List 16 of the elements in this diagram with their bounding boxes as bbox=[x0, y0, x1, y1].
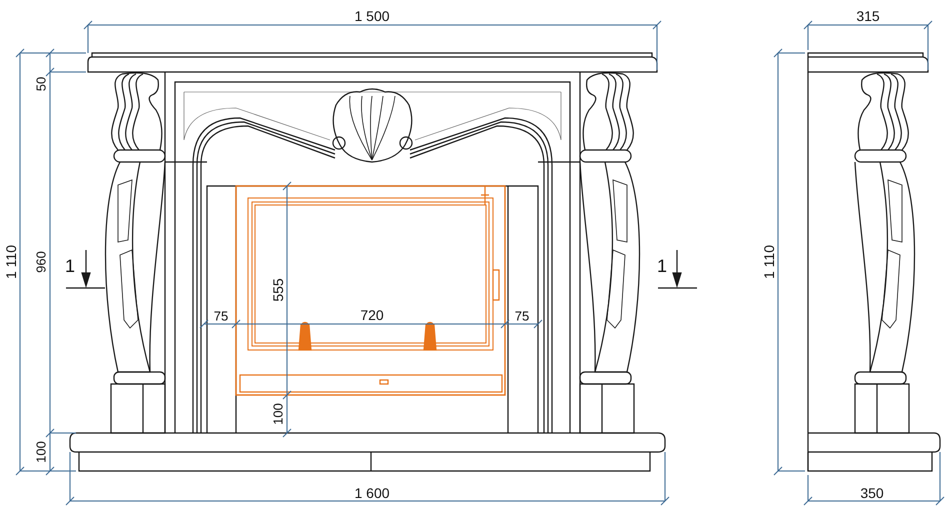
dimension-value: 75 bbox=[214, 310, 228, 322]
section-label: 1 bbox=[65, 257, 75, 275]
section-label: 1 bbox=[657, 257, 667, 275]
dimension-value: 100 bbox=[272, 403, 284, 425]
dimension-value: 555 bbox=[271, 278, 285, 302]
dimension-value: 1 110 bbox=[4, 245, 18, 279]
dimension-value: 960 bbox=[34, 251, 48, 273]
dimension-value: 75 bbox=[514, 310, 530, 322]
dimension-value: 1 110 bbox=[762, 245, 776, 279]
dimension-value: 315 bbox=[856, 9, 880, 23]
dimension-value: 1 600 bbox=[354, 486, 390, 500]
dimension-value: 720 bbox=[360, 308, 384, 322]
dimension-value: 1 500 bbox=[354, 9, 390, 23]
dimension-value: 100 bbox=[34, 441, 48, 463]
dimension-value: 50 bbox=[34, 76, 48, 92]
dimension-value: 350 bbox=[860, 486, 884, 500]
